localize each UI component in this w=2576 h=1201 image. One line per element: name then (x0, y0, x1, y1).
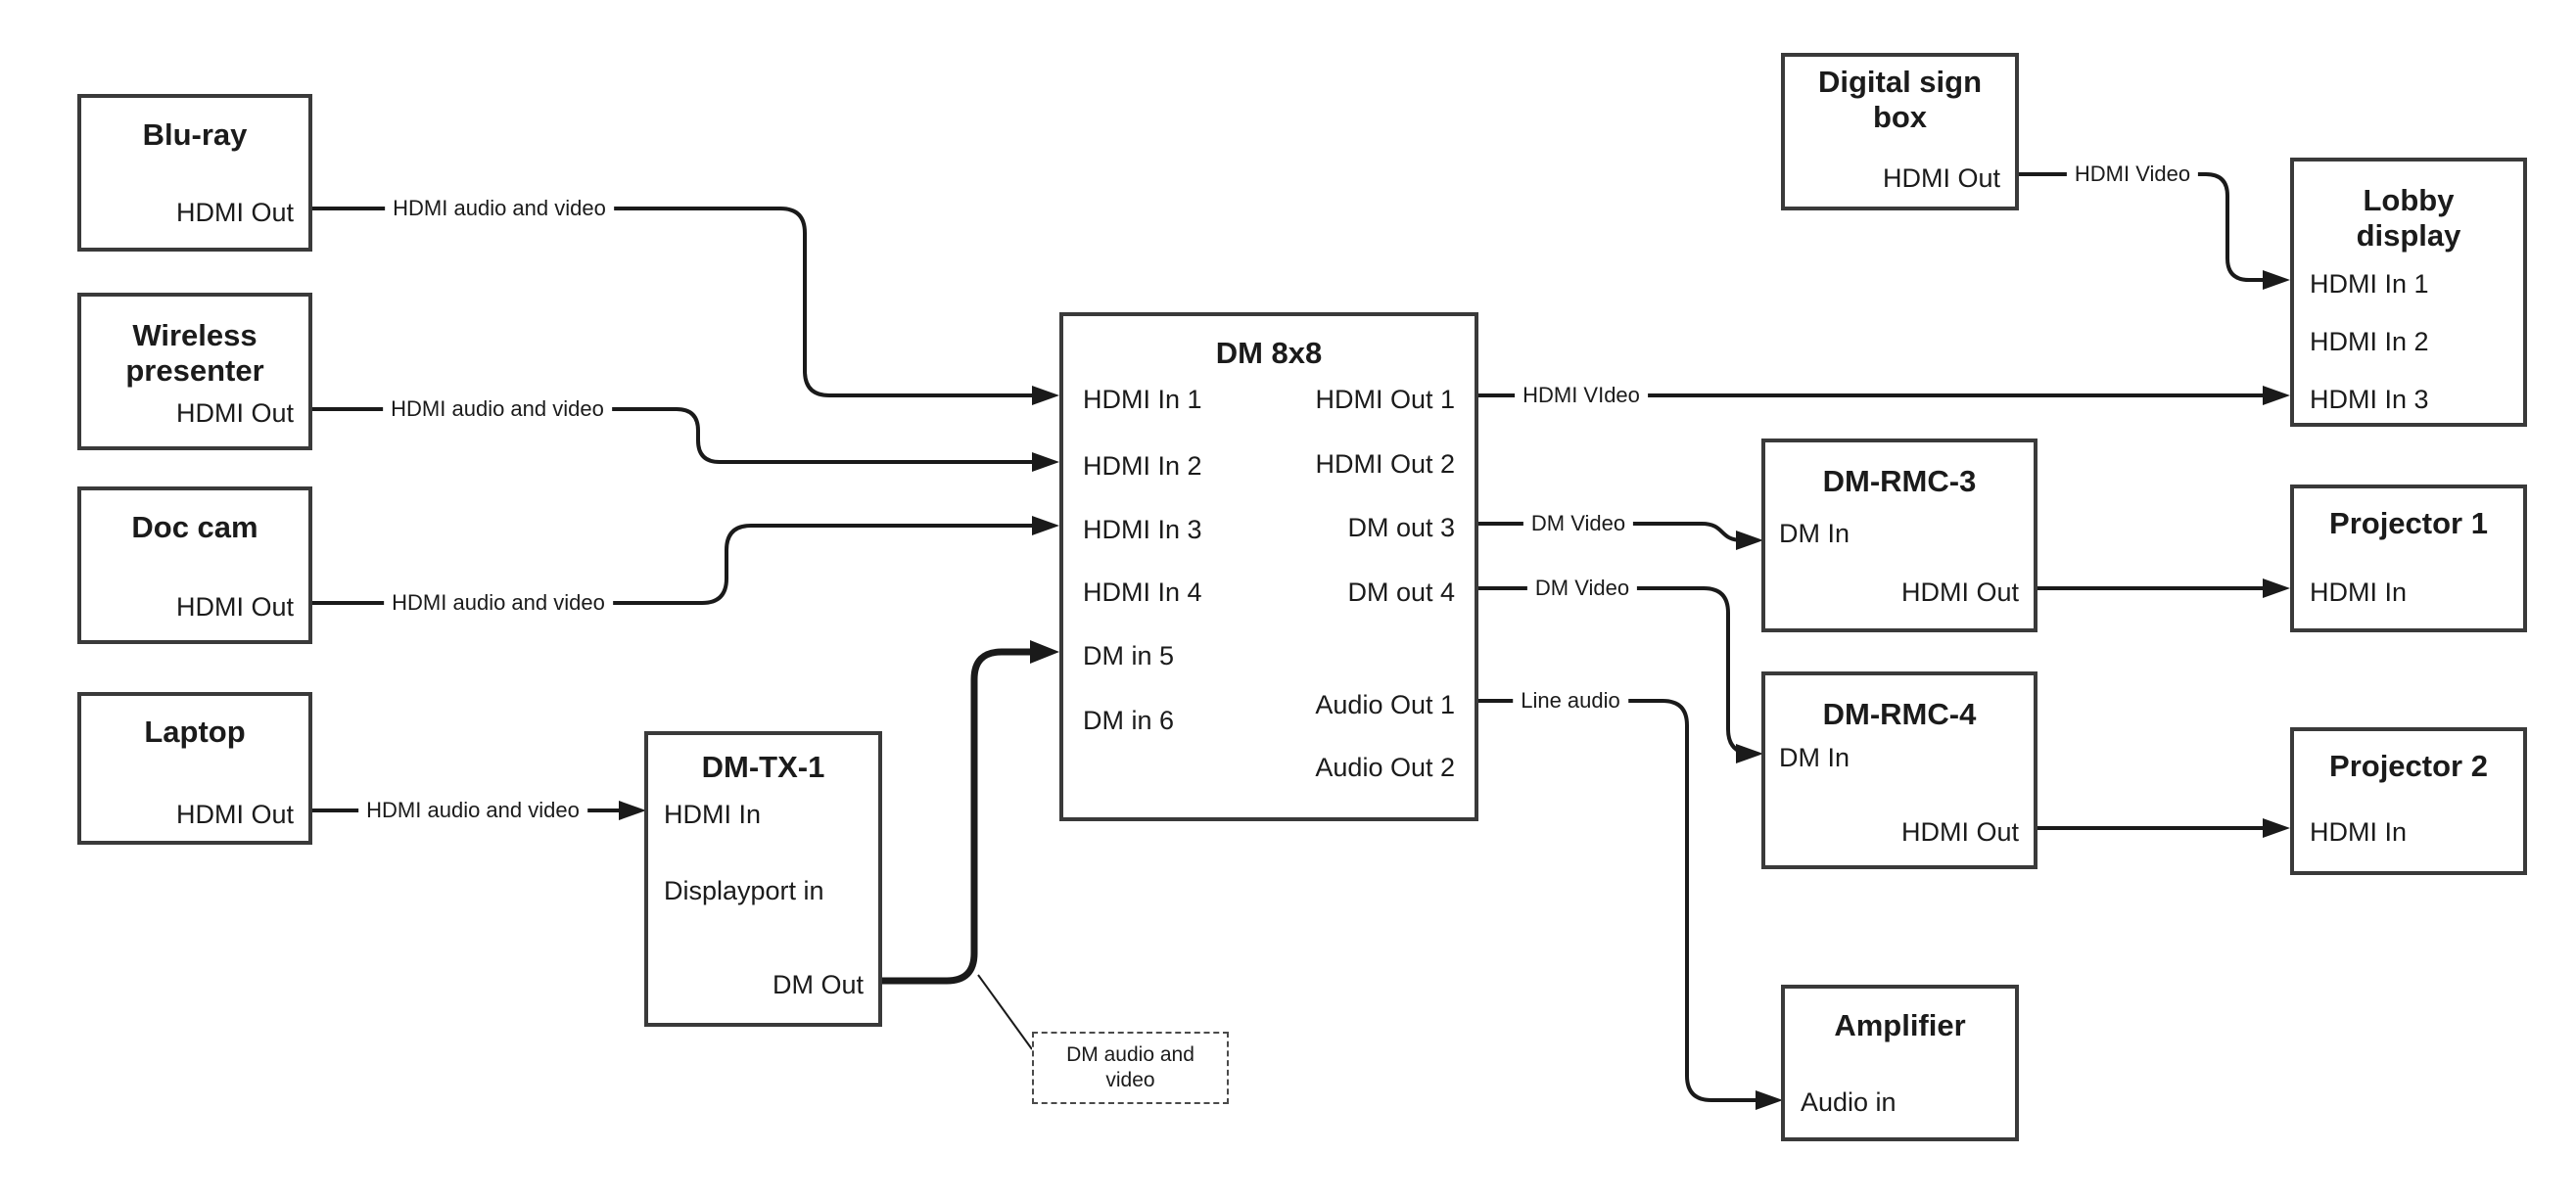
node-title: DM-TX-1 (701, 750, 825, 784)
connector-bluray-to-dm8x8-in1 (312, 207, 1040, 397)
node-title: Doc cam (131, 510, 258, 544)
arrowhead (1030, 640, 1059, 664)
arrowhead (1756, 1090, 1783, 1110)
port-hdmi-out: HDMI Out (175, 398, 294, 428)
connection-label-dm-video-out3: DM Video (1522, 511, 1634, 536)
node-title: Amplifier (1834, 1008, 1966, 1042)
connector-dm8x8-audio1-to-amplifier (1478, 699, 1761, 1102)
arrowhead (1736, 531, 1763, 550)
arrowhead (1736, 744, 1763, 763)
arrowhead (2263, 386, 2290, 405)
port-hdmi-in-3: HDMI In 3 (1083, 515, 1202, 544)
node-laptop: Laptop HDMI Out (77, 692, 312, 845)
arrowhead (1032, 516, 1059, 535)
port-hdmi-out: HDMI Out (1900, 577, 2019, 607)
port-hdmi-in: HDMI In (664, 800, 762, 829)
port-hdmi-out-2: HDMI Out 2 (1315, 449, 1455, 479)
node-projector-1: Projector 1 HDMI In (2290, 485, 2527, 632)
node-title: DM 8x8 (1215, 336, 1323, 370)
port-hdmi-out-1: HDMI Out 1 (1315, 385, 1455, 414)
port-displayport-in: Displayport in (664, 876, 824, 905)
node-dm-rmc-4: DM-RMC-4 DM In HDMI Out (1761, 671, 2037, 869)
port-dm-in-5: DM in 5 (1083, 641, 1175, 670)
node-title: Laptop (144, 715, 246, 749)
connector-dm8x8-out3-to-rmc3 (1478, 522, 1743, 542)
port-hdmi-in-1: HDMI In 1 (2310, 269, 2429, 299)
connector-doccam-to-dm8x8-in3 (312, 524, 1040, 605)
port-audio-in: Audio in (1801, 1087, 1897, 1117)
port-dm-in: DM In (1779, 519, 1850, 548)
arrowhead (1032, 386, 1059, 405)
port-hdmi-out: HDMI Out (1900, 817, 2019, 847)
node-projector-2: Projector 2 HDMI In (2290, 727, 2527, 875)
port-hdmi-out: HDMI Out (175, 800, 294, 829)
node-wireless-presenter: Wireless presenter HDMI Out (77, 293, 312, 450)
port-dm-in: DM In (1779, 743, 1850, 772)
connector-digitalsign-to-lobby-in1 (2017, 172, 2271, 282)
connector-dmtx1-to-dm8x8-in5 (880, 648, 1036, 985)
connector-dm8x8-out4-to-rmc4 (1478, 586, 1754, 756)
connection-label-hdmi-av-laptop: HDMI audio and video (358, 798, 587, 823)
port-hdmi-out: HDMI Out (175, 592, 294, 622)
port-dm-out-4: DM out 4 (1347, 577, 1455, 607)
annotation-dm-audio-and-video: DM audio and video (1032, 1032, 1229, 1104)
connection-label-hdmi-video-sign: HDMI Video (2066, 162, 2199, 187)
port-hdmi-in-2: HDMI In 2 (2310, 327, 2429, 356)
connection-label-hdmi-video-out1: HDMI VIdeo (1515, 383, 1648, 408)
arrowhead (2263, 270, 2290, 290)
node-lobby-display: Lobby display HDMI In 1 HDMI In 2 HDMI I… (2290, 158, 2527, 427)
port-hdmi-out: HDMI Out (1882, 163, 2000, 193)
connection-label-hdmi-av-doccam: HDMI audio and video (384, 590, 613, 616)
connector-wireless-to-dm8x8-in2 (312, 407, 1040, 464)
node-dm-rmc-3: DM-RMC-3 DM In HDMI Out (1761, 439, 2037, 632)
arrowhead (619, 801, 646, 820)
port-hdmi-in-3: HDMI In 3 (2310, 385, 2429, 414)
node-amplifier: Amplifier Audio in (1781, 985, 2019, 1141)
port-dm-in-6: DM in 6 (1083, 706, 1175, 735)
port-audio-out-1: Audio Out 1 (1315, 690, 1455, 719)
port-hdmi-in: HDMI In (2310, 577, 2408, 607)
connection-label-hdmi-av-bluray: HDMI audio and video (385, 196, 614, 221)
node-title: DM-RMC-3 (1822, 464, 1977, 498)
connection-label-line-audio: Line audio (1513, 688, 1628, 714)
node-title: Projector 1 (2329, 506, 2488, 540)
node-title: DM-RMC-4 (1822, 697, 1977, 731)
port-hdmi-in: HDMI In (2310, 817, 2408, 847)
port-hdmi-in-1: HDMI In 1 (1083, 385, 1202, 414)
arrowhead (2263, 578, 2290, 598)
node-dm-8x8: DM 8x8 HDMI In 1 HDMI In 2 HDMI In 3 HDM… (1059, 312, 1478, 821)
annotation-leader-line (977, 974, 1033, 1050)
connection-label-dm-video-out4: DM Video (1526, 576, 1638, 601)
port-hdmi-out: HDMI Out (175, 198, 294, 227)
arrowhead (1032, 452, 1059, 472)
node-title: Blu-ray (142, 117, 248, 152)
node-title: Wireless presenter (125, 318, 264, 388)
port-audio-out-2: Audio Out 2 (1315, 753, 1455, 782)
port-dm-out-3: DM out 3 (1347, 513, 1455, 542)
connection-label-hdmi-av-wireless: HDMI audio and video (383, 396, 612, 422)
node-digital-sign-box: Digital sign box HDMI Out (1781, 53, 2019, 210)
annotation-text: DM audio and video (1066, 1043, 1194, 1091)
node-title: Digital sign box (1817, 65, 1983, 134)
node-title: Projector 2 (2329, 749, 2488, 783)
node-doc-cam: Doc cam HDMI Out (77, 486, 312, 644)
node-dm-tx-1: DM-TX-1 HDMI In Displayport in DM Out (644, 731, 882, 1027)
port-hdmi-in-4: HDMI In 4 (1083, 577, 1202, 607)
arrowhead (2263, 818, 2290, 838)
port-dm-out: DM Out (772, 970, 864, 999)
node-bluray: Blu-ray HDMI Out (77, 94, 312, 252)
node-title: Lobby display (2356, 183, 2461, 253)
port-hdmi-in-2: HDMI In 2 (1083, 451, 1202, 481)
